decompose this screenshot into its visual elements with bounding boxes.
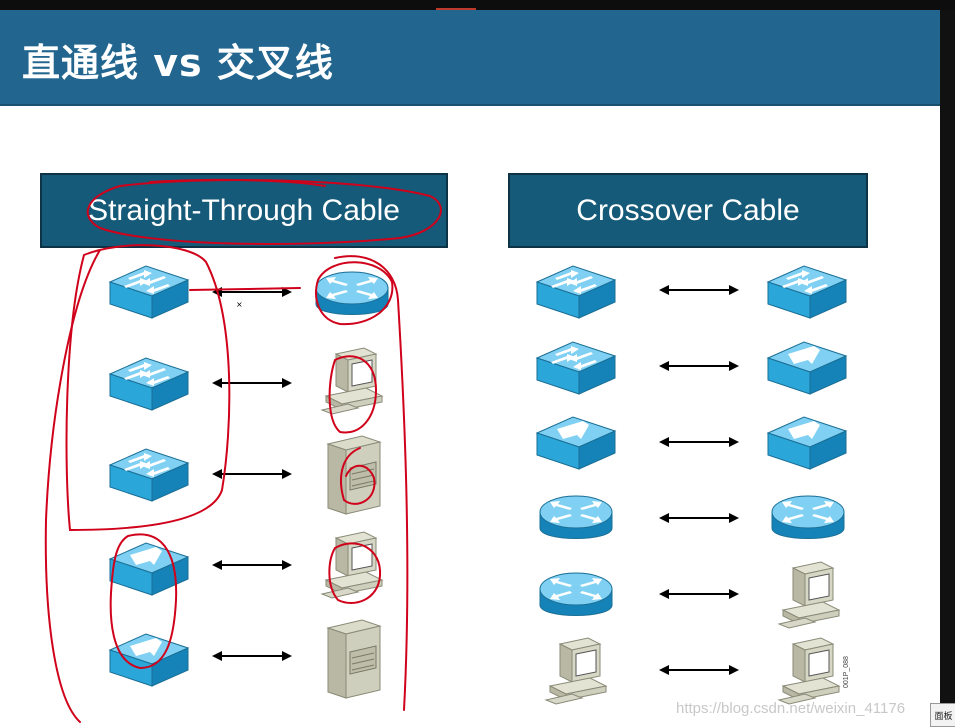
layer3-switch-icon [764,411,850,473]
crossover-label: Crossover Cable [576,193,800,227]
router-icon [768,486,848,550]
router-icon [536,563,616,627]
watermark: https://blog.csdn.net/weixin_41176 [676,700,906,717]
top-bar-marker [436,8,476,11]
switch-icon [106,352,192,414]
switch-icon [764,260,850,322]
bidirectional-arrow-icon [212,284,292,300]
layer3-switch-icon [106,537,192,599]
straight-through-label-box: Straight-Through Cable [40,173,448,248]
slide-title: 直通线 vs 交叉线 [22,41,334,85]
switch-icon [106,443,192,505]
crossover-label-box: Crossover Cable [508,173,868,248]
top-bar [0,0,955,11]
bidirectional-arrow-icon [659,586,739,602]
server-icon [322,618,384,702]
router-icon [536,486,616,550]
bidirectional-arrow-icon [212,557,292,573]
layer3-switch-icon [533,411,619,473]
layer3-switch-icon [106,628,192,690]
server-icon [322,434,384,518]
straight-through-label: Straight-Through Cable [88,193,400,227]
panel-button[interactable]: 面板 [930,703,955,727]
bidirectional-arrow-icon [212,648,292,664]
pc-icon [318,346,388,422]
bidirectional-arrow-icon [212,466,292,482]
mouse-cursor-marker: × [236,300,243,309]
right-scrollbar-area [940,10,955,727]
pc-icon [542,636,612,712]
annotation-outer-loop [44,249,101,723]
bidirectional-arrow-icon [659,358,739,374]
pc-icon [775,560,845,636]
slide-header: 直通线 vs 交叉线 [0,10,940,106]
bidirectional-arrow-icon [659,434,739,450]
pc-icon [318,530,388,606]
figure-code: 001P_088 [843,656,850,688]
bidirectional-arrow-icon [659,662,739,678]
switch-icon [533,260,619,322]
switch-icon [106,260,192,322]
layer3-switch-icon [764,336,850,398]
bidirectional-arrow-icon [659,282,739,298]
router-icon [312,262,392,326]
switch-icon [533,336,619,398]
bidirectional-arrow-icon [659,510,739,526]
bidirectional-arrow-icon [212,375,292,391]
